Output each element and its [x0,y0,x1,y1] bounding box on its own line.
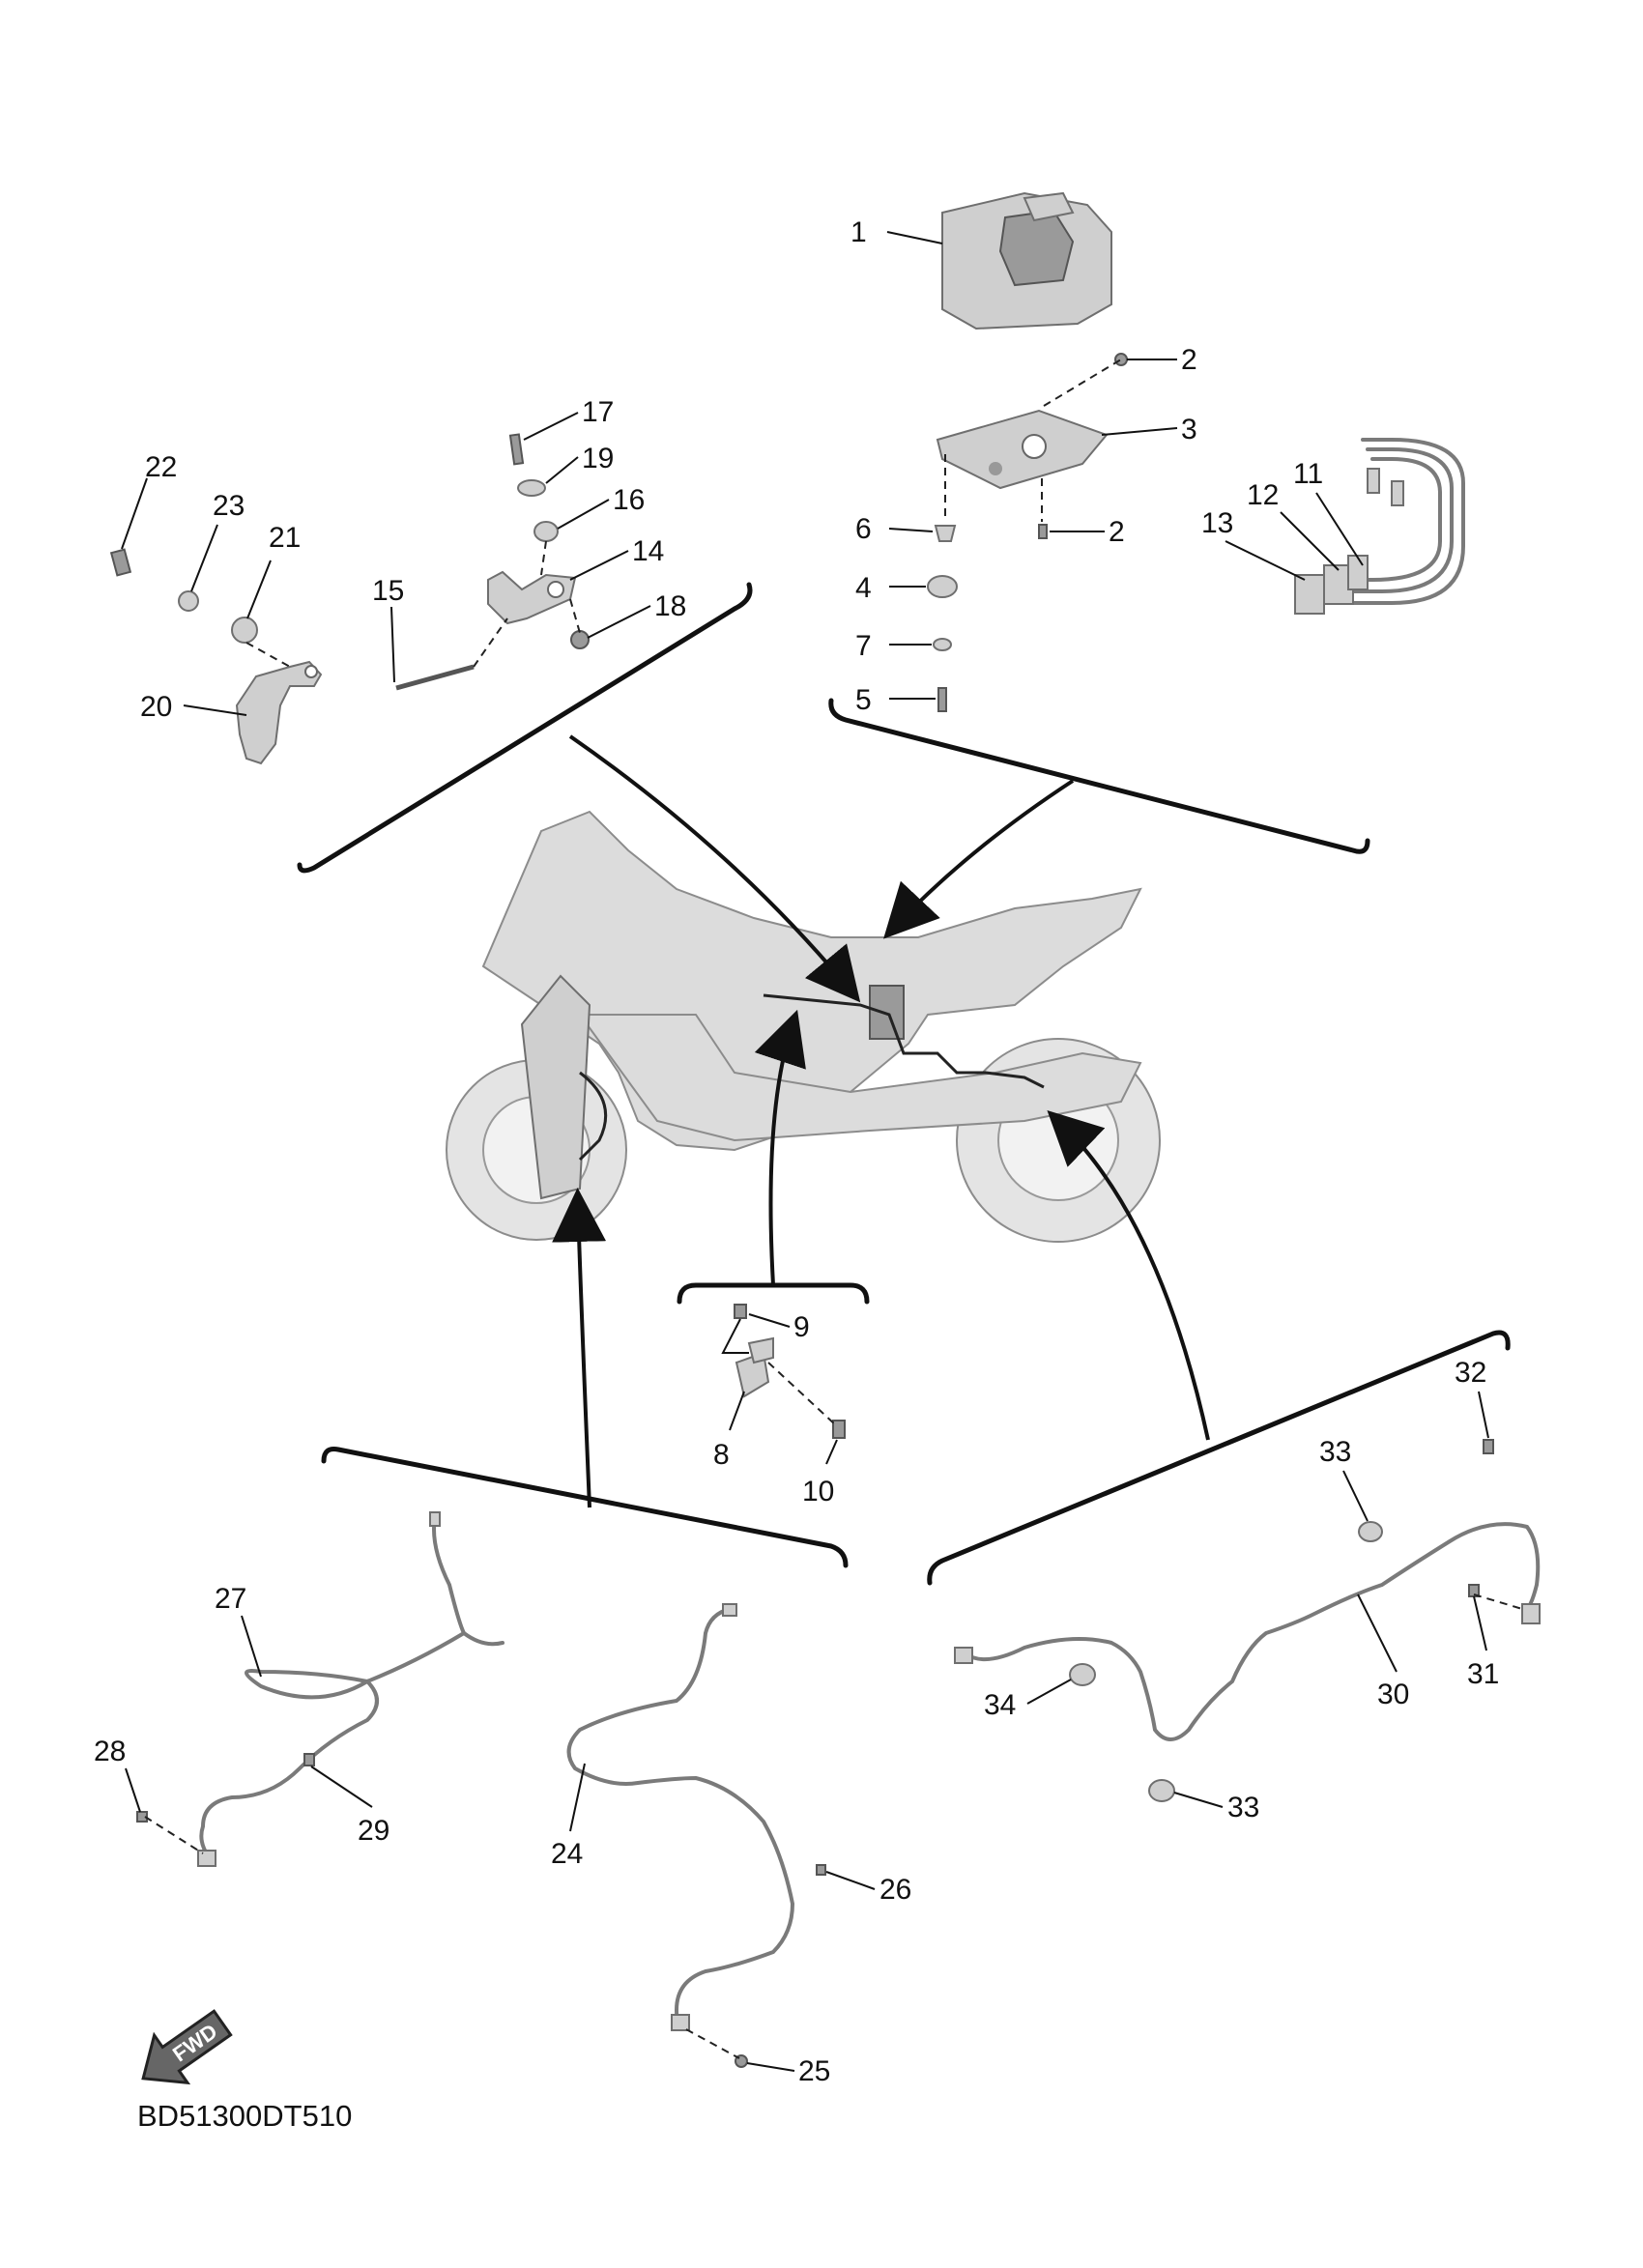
callout-12: 12 [1247,479,1279,511]
callout-23: 23 [213,490,245,522]
callout-28: 28 [94,1736,126,1767]
callout-31: 31 [1467,1658,1499,1690]
bolt-part-10 [832,1420,846,1439]
callout-14: 14 [632,535,664,567]
pointer-top-right [883,779,1075,939]
callout-8: 8 [713,1439,730,1471]
callout-10: 10 [802,1476,834,1507]
callout-33-lower: 33 [1227,1792,1259,1823]
bracket-part-20 [235,660,323,765]
callout-27: 27 [215,1583,246,1615]
clip-part-32 [1483,1439,1494,1454]
leader-lines [121,231,1489,2072]
grommet-part-23 [178,590,199,612]
pointer-bottom-left [552,1188,607,1508]
bracket-part-14 [487,570,577,625]
bolt-part-5 [937,687,947,712]
grommet-part-34 [1069,1663,1096,1686]
callout-29: 29 [358,1815,389,1847]
sensor-part-8 [735,1336,774,1398]
callout-33-upper: 33 [1319,1436,1351,1468]
callout-24: 24 [551,1838,583,1870]
callout-34: 34 [984,1689,1016,1721]
callout-32: 32 [1455,1357,1486,1389]
clip-part-28 [136,1811,148,1823]
callout-17: 17 [582,396,614,428]
callout-2-lower: 2 [1109,516,1125,548]
fwd-arrow-icon [141,2009,233,2085]
callout-16: 16 [613,484,645,516]
sensor-lead-part-27 [197,1511,504,1867]
callout-9: 9 [793,1311,810,1343]
group-bracket-top-left [297,582,753,874]
sensor-lead-part-30 [954,1522,1541,1741]
damper-part-6 [934,525,957,542]
grommet-part-33-lower [1148,1779,1175,1802]
callout-1: 1 [850,216,867,248]
grommet-part-4 [927,575,958,598]
bracket-part-3 [936,409,1109,490]
group-bracket-bottom-left [321,1447,849,1568]
bolt-part-2-lower [1038,524,1048,539]
callout-6: 6 [855,513,872,545]
callout-19: 19 [582,443,614,474]
callout-30: 30 [1377,1679,1409,1710]
nut-part-18 [570,630,590,649]
group-bracket-center [677,1282,870,1305]
callout-26: 26 [879,1874,911,1906]
pointer-bottom-right [1047,1109,1210,1441]
bolt-part-29 [303,1753,315,1766]
callout-5: 5 [855,684,872,716]
bolt-part-22 [109,548,132,577]
grommet-part-33-upper [1358,1521,1383,1542]
sensor-lead-part-24 [566,1603,795,2031]
callout-3: 3 [1181,414,1197,445]
callout-7: 7 [855,630,872,662]
drawing-code: BD51300DT510 [137,2099,352,2133]
washer-part-19 [517,479,546,497]
callout-2-upper: 2 [1181,344,1197,376]
collar-part-7 [933,638,952,651]
callout-11: 11 [1293,458,1323,490]
bolt-part-17 [508,433,525,466]
bolt-part-2-upper [1114,353,1128,366]
callout-21: 21 [269,522,301,554]
brake-pipe-assembly-parts-11-13 [1294,438,1465,615]
pointer-center [754,1009,806,1286]
group-bracket-bottom-right [927,1330,1511,1586]
callout-13: 13 [1201,507,1233,539]
grommet-part-16 [533,521,559,542]
callout-25: 25 [798,2055,830,2087]
callout-4: 4 [855,572,872,604]
callout-20: 20 [140,691,172,723]
callout-numbers: 1 2 3 2 6 4 7 5 11 12 13 17 19 16 14 18 … [94,216,1499,2087]
damper-part-21 [231,617,258,644]
callout-22: 22 [145,451,177,483]
hydraulic-unit-part-1 [941,191,1112,330]
callout-18: 18 [654,590,686,622]
motorcycle-overview [446,810,1161,1243]
forward-direction-arrow: FWD [141,2009,233,2085]
callout-15: 15 [372,575,404,607]
pointer-top-left [568,734,861,1003]
bolt-part-9 [734,1304,747,1319]
clip-part-26 [816,1864,826,1876]
group-bracket-top-right [828,698,1370,854]
bolt-part-15 [395,664,475,691]
